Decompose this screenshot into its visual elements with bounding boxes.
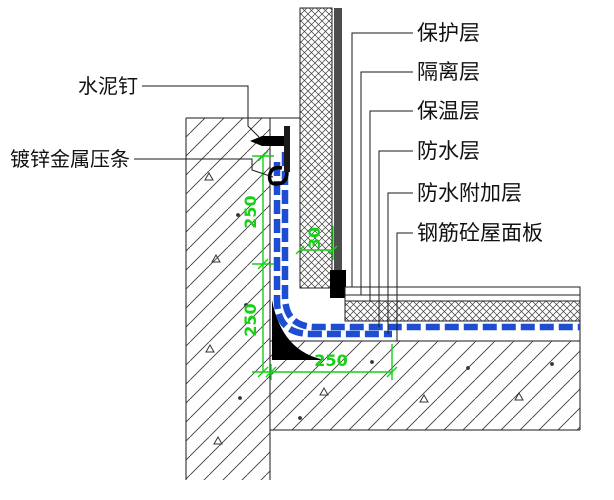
label-isolation-layer: 隔离层: [417, 60, 480, 84]
isolation-layer-band: [344, 294, 581, 302]
leader-metal-strip: [134, 158, 274, 178]
label-galvanized-metal-strip: 镀锌金属压条: [10, 147, 130, 171]
parapet-wall-hatch: [186, 118, 270, 480]
waterproof-membranes: [273, 152, 580, 338]
leader-protection-layer: [351, 32, 413, 287]
main-waterproof-membrane: [281, 152, 580, 331]
wall-protection-band: [334, 8, 342, 274]
dim-tick: [386, 366, 398, 378]
dim-tick: [328, 245, 338, 255]
label-cement-nail: 水泥钉: [78, 74, 138, 98]
leader-additional-waterproof: [387, 192, 413, 334]
fixing-detail: [250, 126, 290, 186]
dim-insulation-thickness: 30: [305, 227, 324, 249]
dim-tick: [265, 366, 277, 378]
dimensions: 250 250 30 250: [241, 150, 398, 380]
aggregate-marks: [204, 171, 554, 445]
label-waterproof-layer: 防水层: [417, 139, 480, 163]
right-leaders: [351, 32, 413, 341]
leader-isolation-layer: [360, 71, 413, 295]
strip-end-block: [330, 270, 346, 298]
leader-insulation-layer: [369, 110, 413, 301]
label-additional-waterproof: 防水附加层: [417, 181, 522, 205]
left-labels: 水泥钉 镀锌金属压条: [10, 74, 138, 171]
dim-wall-lower: 250: [241, 303, 260, 336]
roof-slab-hatch: [270, 341, 580, 430]
leader-cement-nail: [142, 85, 260, 138]
leader-rc-roof-slab: [396, 232, 413, 341]
dim-tick: [295, 245, 305, 255]
label-rc-roof-slab: 钢筋砼屋面板: [417, 221, 543, 245]
dim-wall-upper: 250: [241, 195, 260, 228]
leader-waterproof-layer: [378, 150, 413, 327]
dim-roof-overlap: 250: [314, 351, 347, 370]
protection-layer-band: [344, 286, 581, 296]
wall-protection-strip: [330, 8, 346, 298]
cement-nail-symbol: [250, 136, 290, 146]
label-insulation-layer: 保温层: [417, 99, 480, 123]
insulation-layer-band: [344, 300, 581, 322]
additional-waterproof-membrane: [273, 162, 392, 338]
parapet-wall: [185, 117, 300, 480]
membrane-clamp-hook: [267, 165, 289, 186]
dim-tick: [257, 258, 269, 270]
right-labels: 保护层 隔离层 保温层 防水层 防水附加层 钢筋砼屋面板: [417, 21, 543, 245]
dim-tick: [257, 366, 269, 378]
left-leaders: [134, 85, 274, 178]
roof-layers: [344, 286, 581, 322]
wall-insulation-hatch: [299, 7, 333, 289]
corner-cant-fillet: [272, 300, 325, 360]
label-protection-layer: 保护层: [417, 21, 480, 45]
metal-strip-bar: [284, 126, 290, 172]
wall-insulation-strip: [299, 7, 333, 289]
dim-tick: [257, 150, 269, 162]
